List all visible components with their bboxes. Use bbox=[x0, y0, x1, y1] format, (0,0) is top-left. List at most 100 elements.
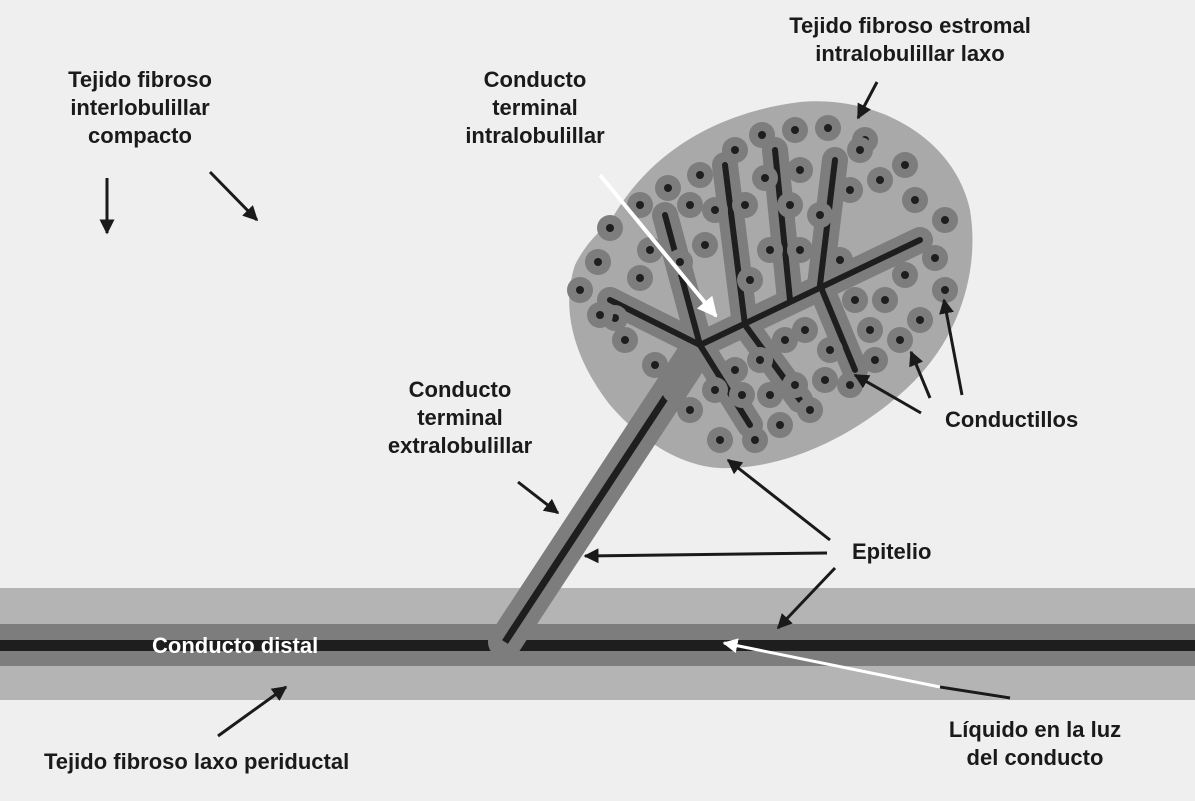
label-intralobulillar-line2: terminal bbox=[492, 95, 578, 120]
ductule-lumen bbox=[846, 186, 854, 194]
distal-duct bbox=[0, 588, 1195, 700]
ductule-lumen bbox=[836, 256, 844, 264]
ductule-lumen bbox=[636, 274, 644, 282]
ductule-lumen bbox=[751, 436, 759, 444]
ductule-lumen bbox=[741, 201, 749, 209]
label-extralobulillar-line1: Conducto bbox=[408, 377, 512, 402]
label-estromal: Tejido fibroso estromal intralobulillar … bbox=[745, 12, 1075, 68]
ductule-lumen bbox=[791, 381, 799, 389]
ductule-lumen bbox=[716, 436, 724, 444]
ductule-lumen bbox=[856, 146, 864, 154]
ductule-lumen bbox=[621, 336, 629, 344]
ductule-lumen bbox=[821, 376, 829, 384]
label-liquido: Líquido en la luz del conducto bbox=[915, 716, 1155, 772]
ductule-lumen bbox=[866, 326, 874, 334]
ductule-lumen bbox=[826, 346, 834, 354]
ductule-lumen bbox=[676, 258, 684, 266]
ductule-lumen bbox=[824, 124, 832, 132]
arrow-conductillos-3 bbox=[939, 298, 964, 396]
ductule-lumen bbox=[738, 391, 746, 399]
ductule-lumen bbox=[664, 184, 672, 192]
ductule-lumen bbox=[651, 361, 659, 369]
ductule-lumen bbox=[786, 201, 794, 209]
ductule-lumen bbox=[576, 286, 584, 294]
label-liquido-line1: Líquido en la luz bbox=[948, 717, 1122, 742]
ductule-lumen bbox=[901, 161, 909, 169]
arrow-periductal bbox=[217, 685, 288, 738]
ductule-lumen bbox=[686, 201, 694, 209]
ductule-lumen bbox=[816, 211, 824, 219]
ductule-lumen bbox=[876, 176, 884, 184]
label-periductal: Tejido fibroso laxo periductal bbox=[44, 749, 350, 774]
ductule-lumen bbox=[731, 146, 739, 154]
label-intralobulillar-line3: intralobulillar bbox=[465, 123, 605, 148]
ductule-lumen bbox=[611, 314, 619, 322]
ductule-lumen bbox=[696, 171, 704, 179]
label-conductillos: Conductillos bbox=[945, 407, 1079, 432]
label-conducto-distal: Conducto distal bbox=[152, 633, 319, 658]
ductule-lumen bbox=[711, 386, 719, 394]
ductule-lumen bbox=[646, 246, 654, 254]
ductule-lumen bbox=[781, 336, 789, 344]
ductule-lumen bbox=[796, 246, 804, 254]
label-estromal-line2: intralobulillar laxo bbox=[815, 41, 1005, 66]
arrows bbox=[99, 81, 1011, 738]
arrow-estromal bbox=[856, 81, 879, 120]
arrow-conductillos-2 bbox=[909, 350, 932, 399]
ductule-lumen bbox=[901, 271, 909, 279]
label-estromal-line1: Tejido fibroso estromal bbox=[789, 13, 1031, 38]
ductule-lumen bbox=[756, 356, 764, 364]
ductule-lumen bbox=[711, 206, 719, 214]
intralobular-duct-lumen bbox=[607, 147, 923, 428]
ductule-lumen bbox=[746, 276, 754, 284]
ductule-lumen bbox=[766, 391, 774, 399]
label-interlobulillar: Tejido fibroso interlobulillar compacto bbox=[40, 66, 240, 150]
arrow-epitelio-2 bbox=[583, 548, 828, 564]
ductule-lumen bbox=[596, 311, 604, 319]
ductule-lumen bbox=[766, 246, 774, 254]
ductule-lumen bbox=[916, 316, 924, 324]
ductule-lumen bbox=[896, 336, 904, 344]
label-liquido-line2: del conducto bbox=[966, 745, 1104, 770]
ductule-lumen bbox=[594, 258, 602, 266]
ductule-lumen bbox=[796, 166, 804, 174]
arrow-intralobulillar-terminal bbox=[598, 173, 718, 318]
label-interlobulillar-line2: interlobulillar bbox=[70, 95, 210, 120]
ductule-lumen bbox=[761, 174, 769, 182]
label-extralobulillar-line2: terminal bbox=[417, 405, 503, 430]
ductule-lumen bbox=[701, 241, 709, 249]
ductule-lumen bbox=[846, 381, 854, 389]
label-intralobulillar-terminal: Conducto terminal intralobulillar bbox=[430, 66, 640, 150]
ductule-lumen bbox=[851, 296, 859, 304]
ductule-lumen bbox=[911, 196, 919, 204]
label-intralobulillar-line1: Conducto bbox=[483, 67, 587, 92]
distal-duct-lumen bbox=[0, 640, 1195, 651]
label-extralobulillar-terminal: Conducto terminal extralobulillar bbox=[355, 376, 565, 460]
arrow-epitelio-1 bbox=[726, 458, 831, 542]
arrow-interlobulillar-2 bbox=[208, 170, 259, 222]
ductule-lumen bbox=[941, 286, 949, 294]
arrow-epitelio-3 bbox=[776, 566, 837, 630]
ductule-lumen bbox=[758, 131, 766, 139]
ductule-lumen bbox=[806, 406, 814, 414]
label-epitelio: Epitelio bbox=[852, 539, 932, 564]
ductule-lumen bbox=[606, 224, 614, 232]
label-interlobulillar-line1: Tejido fibroso bbox=[68, 67, 212, 92]
ductule-lumen bbox=[776, 421, 784, 429]
ductule-lumen bbox=[791, 126, 799, 134]
ductule-lumen bbox=[871, 356, 879, 364]
ductule-lumen bbox=[731, 366, 739, 374]
label-interlobulillar-line3: compacto bbox=[88, 123, 192, 148]
ductule-lumen bbox=[686, 406, 694, 414]
ductule-lumen bbox=[941, 216, 949, 224]
ductule-lumen bbox=[881, 296, 889, 304]
label-extralobulillar-line3: extralobulillar bbox=[387, 433, 533, 458]
ductules bbox=[567, 115, 958, 453]
arrow-liquido-tail bbox=[939, 685, 1011, 700]
ductule-lumen bbox=[636, 201, 644, 209]
arrow-conductillos-1 bbox=[853, 373, 922, 415]
ductule-lumen bbox=[931, 254, 939, 262]
arrow-extralobulillar-terminal bbox=[517, 480, 560, 515]
